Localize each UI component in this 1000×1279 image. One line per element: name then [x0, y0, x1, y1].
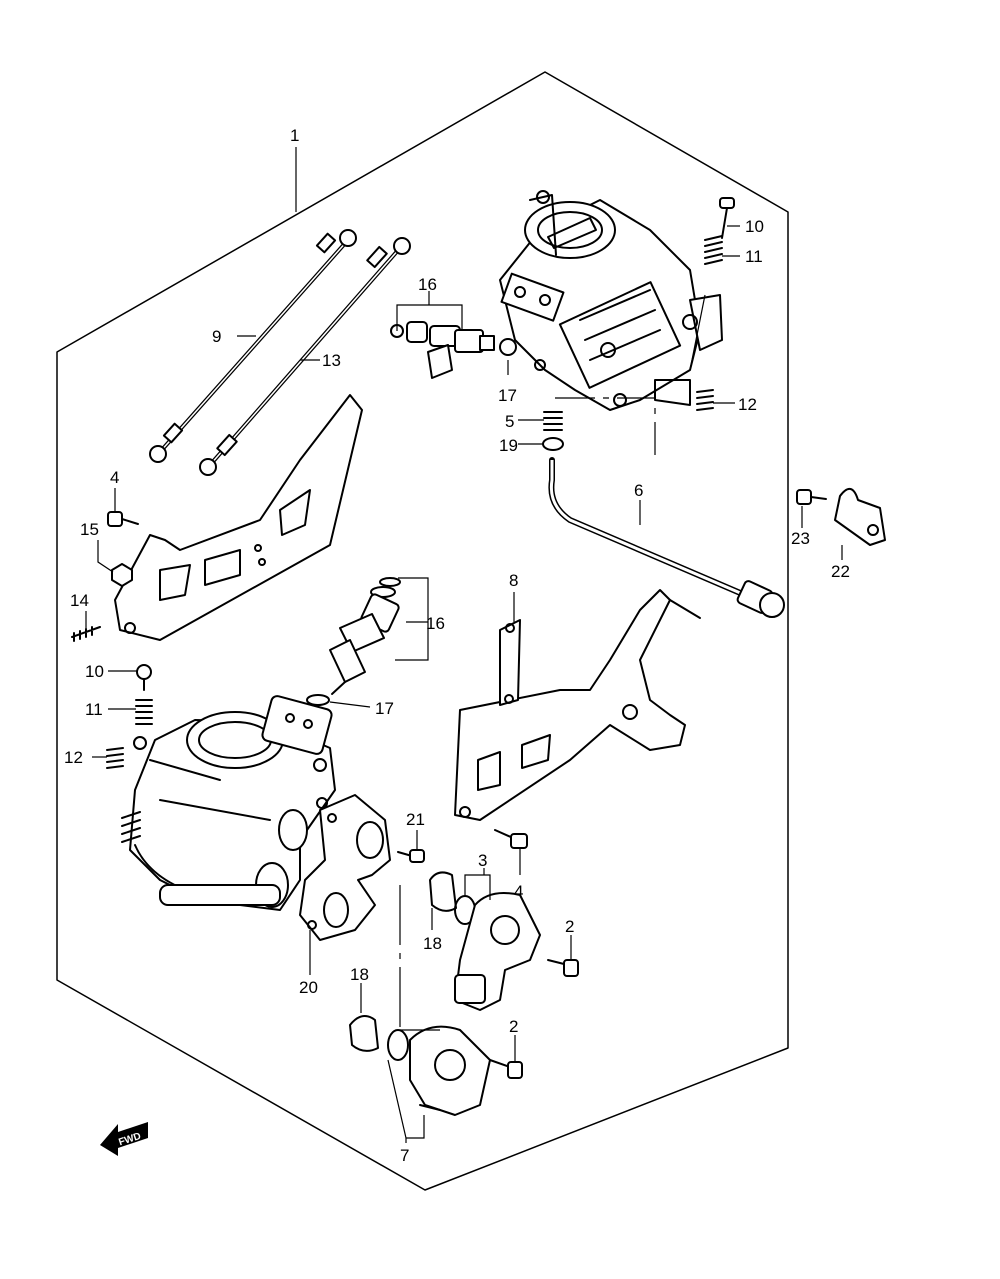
- callout-19: 19: [499, 436, 518, 455]
- fwd-arrow-icon: FWD: [100, 1122, 148, 1156]
- spring-11-upper[interactable]: [704, 235, 723, 265]
- bolt-4-left[interactable]: [107, 511, 139, 527]
- bracket-22[interactable]: [834, 488, 886, 546]
- callout-8: 8: [509, 571, 518, 590]
- spring-11-lower[interactable]: [135, 699, 153, 725]
- callout-10-lower: 10: [85, 662, 104, 681]
- washer-19[interactable]: [542, 437, 564, 451]
- stud-14[interactable]: [71, 626, 101, 642]
- leader-lines: [85, 147, 843, 1143]
- callout-20: 20: [299, 978, 318, 997]
- o-ring-17-lower[interactable]: [306, 694, 330, 706]
- bracket-8[interactable]: [499, 619, 521, 706]
- screw-2-upper[interactable]: [547, 959, 579, 977]
- callout-11-upper: 11: [745, 247, 763, 266]
- o-ring-7[interactable]: [387, 1029, 409, 1061]
- callout-7: 7: [400, 1146, 409, 1165]
- rod-13[interactable]: [199, 237, 411, 476]
- screw-2-lower[interactable]: [489, 1059, 523, 1079]
- callout-1: 1: [290, 126, 299, 145]
- fuel-injector-upper[interactable]: [390, 321, 495, 379]
- callout-2-lower: 2: [509, 1017, 518, 1036]
- callout-23: 23: [791, 529, 810, 548]
- callout-18-lower: 18: [350, 965, 369, 984]
- spring-12-lower[interactable]: [106, 747, 124, 769]
- screw-10-upper[interactable]: [719, 197, 735, 239]
- callout-21: 21: [406, 810, 425, 829]
- throttle-position-sensor[interactable]: [454, 892, 541, 1011]
- gasket-plate-20[interactable]: [299, 794, 391, 941]
- bracket-left[interactable]: [114, 394, 363, 641]
- throttle-body-upper[interactable]: [499, 190, 723, 411]
- fuel-injector-lower[interactable]: [329, 577, 401, 695]
- bolt-23[interactable]: [796, 489, 827, 505]
- clamp-18-upper[interactable]: [429, 871, 457, 912]
- clamp-18-lower[interactable]: [349, 1015, 379, 1052]
- callout-4-right: 4: [514, 882, 523, 901]
- assembly-outline: [56, 71, 789, 1191]
- screw-10-lower[interactable]: [136, 664, 152, 691]
- callout-13: 13: [322, 351, 341, 370]
- callout-22: 22: [831, 562, 850, 581]
- nut-15[interactable]: [111, 563, 133, 587]
- callout-17-upper: 17: [498, 386, 517, 405]
- bolt-4-right[interactable]: [494, 829, 528, 849]
- callout-11-lower: 11: [85, 700, 103, 719]
- callout-18-upper: 18: [423, 934, 442, 953]
- spring-12-upper[interactable]: [696, 389, 714, 411]
- screw-21[interactable]: [397, 849, 425, 863]
- callout-16-lower: 16: [426, 614, 445, 633]
- o-ring-17-upper[interactable]: [499, 338, 517, 356]
- callout-9: 9: [212, 327, 221, 346]
- callout-16-upper: 16: [418, 275, 437, 294]
- spring-5[interactable]: [543, 411, 563, 431]
- callout-17-lower: 17: [375, 699, 394, 718]
- callout-5: 5: [505, 412, 514, 431]
- callout-2-upper: 2: [565, 917, 574, 936]
- idle-speed-sensor[interactable]: [409, 1025, 491, 1116]
- callout-15: 15: [80, 520, 99, 539]
- callout-4-left: 4: [110, 468, 119, 487]
- callout-labels: 1 10 11 16 9 13 17 12 5 19 4 6 15 23 22 …: [64, 126, 850, 1165]
- throttle-body-lower[interactable]: [121, 695, 336, 911]
- callout-12-lower: 12: [64, 748, 83, 767]
- callout-12-upper: 12: [738, 395, 757, 414]
- callout-14: 14: [70, 591, 89, 610]
- callout-3: 3: [478, 851, 487, 870]
- cable-6[interactable]: [548, 457, 785, 618]
- callout-10-upper: 10: [745, 217, 764, 236]
- callout-6: 6: [634, 481, 643, 500]
- bracket-right[interactable]: [454, 589, 701, 821]
- rod-9[interactable]: [149, 229, 357, 463]
